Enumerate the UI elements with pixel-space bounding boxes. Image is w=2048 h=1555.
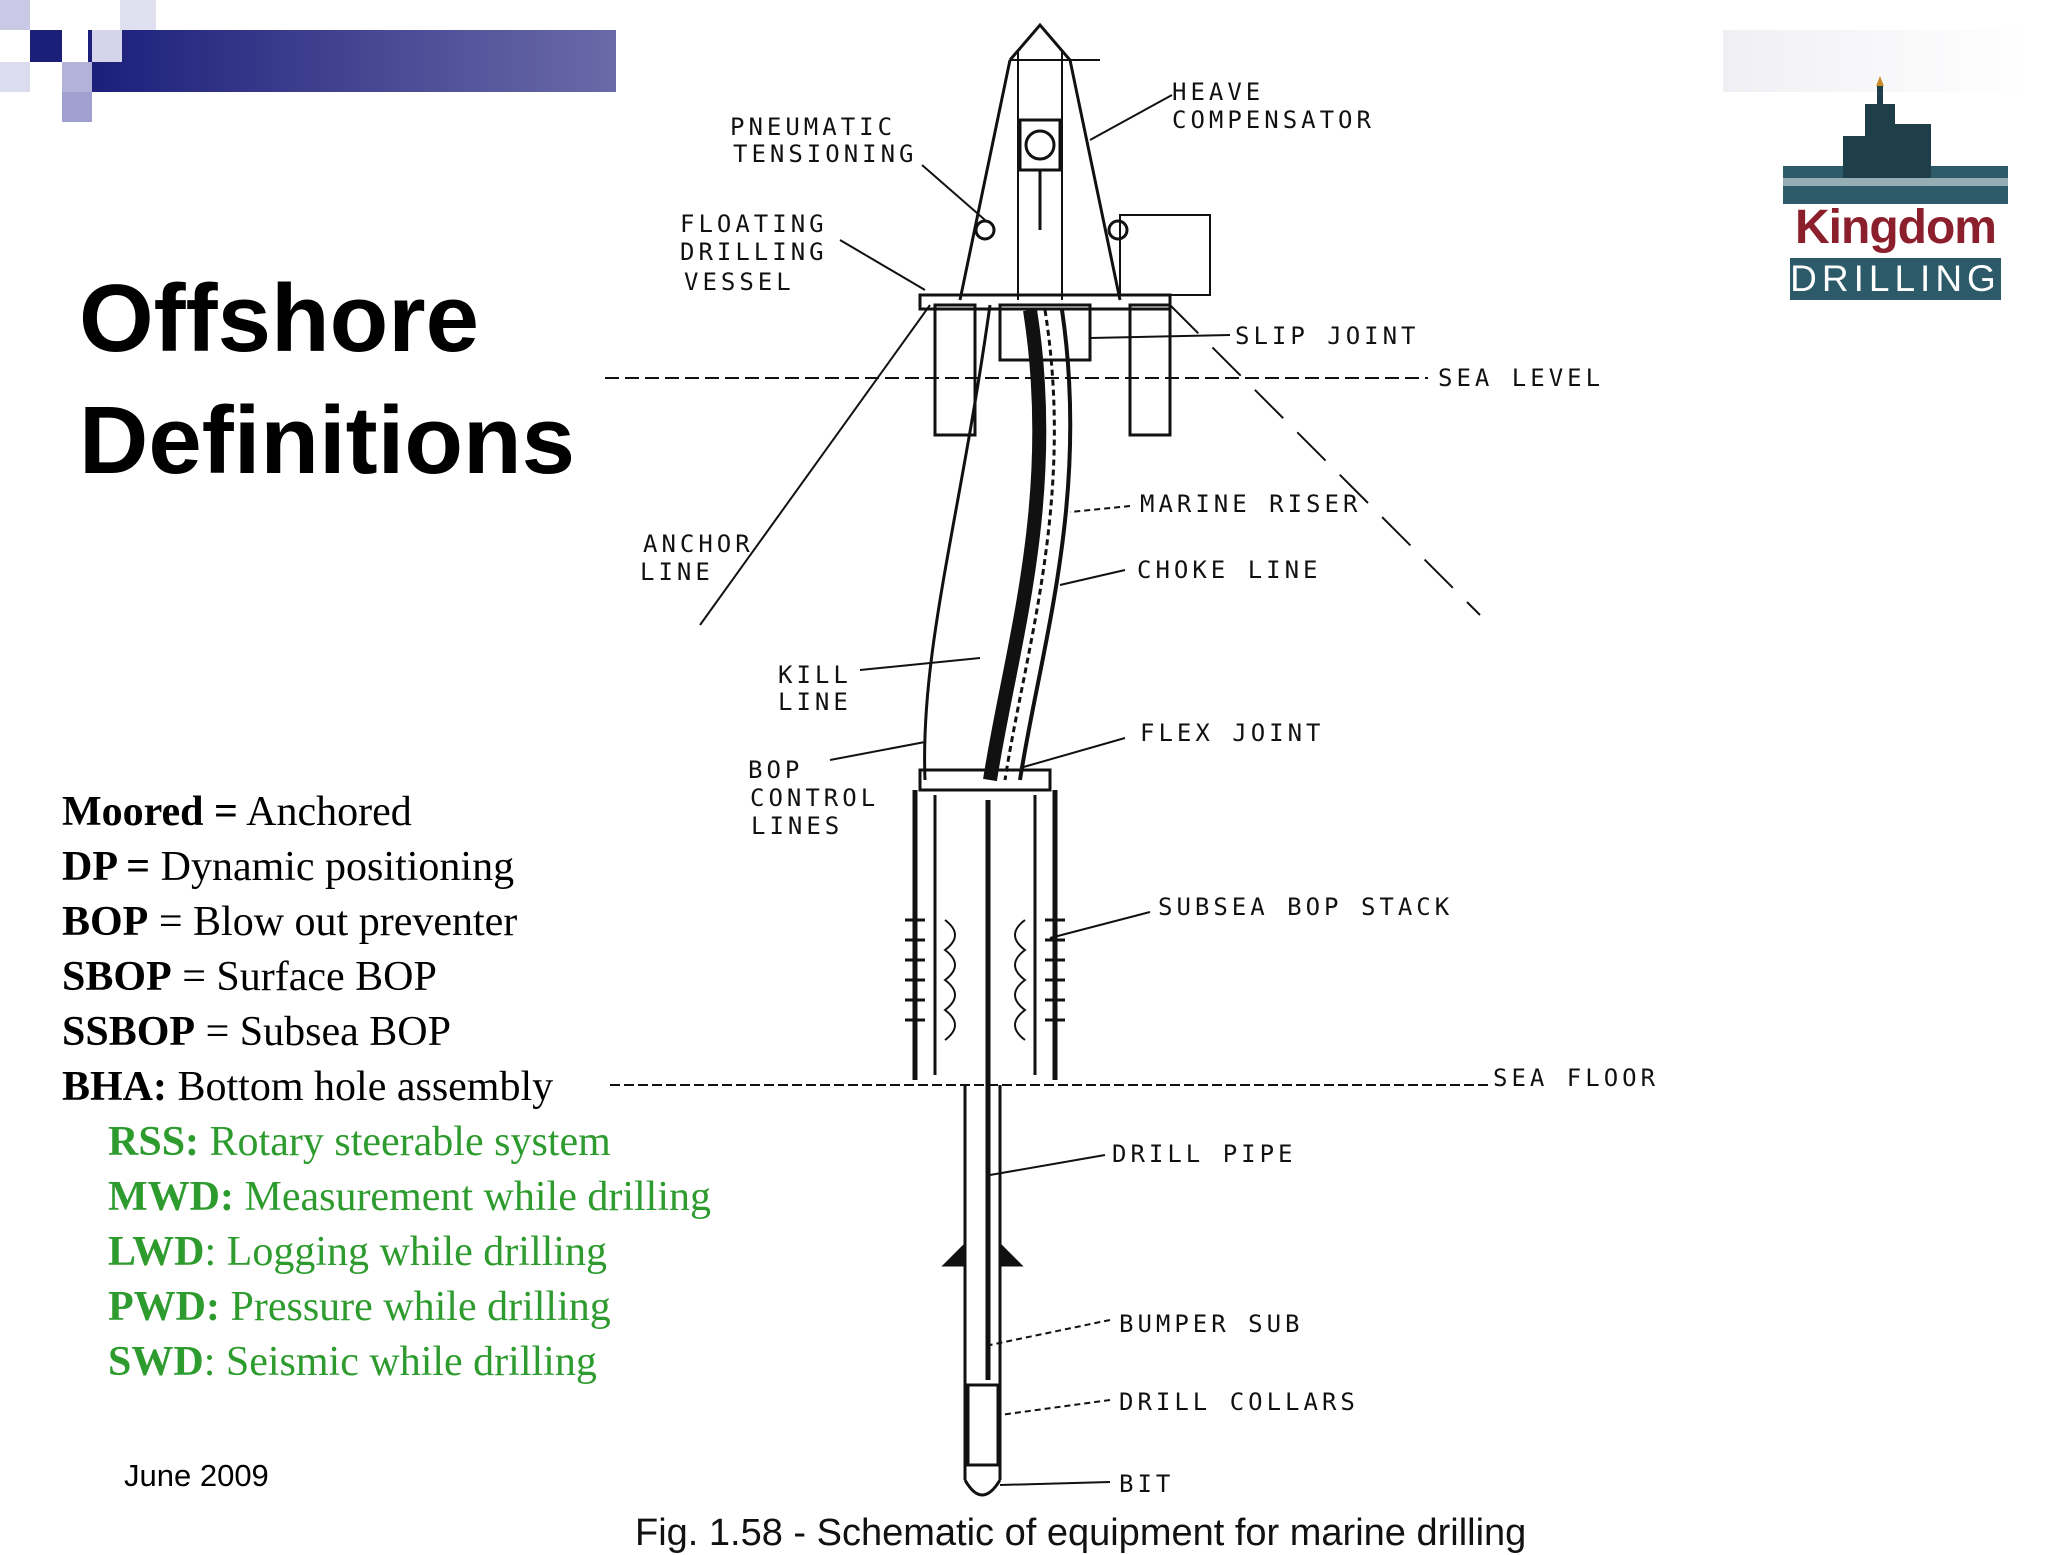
- label-bit: BIT: [1119, 1470, 1174, 1498]
- label-heave-compensator-2: COMPENSATOR: [1172, 106, 1375, 134]
- definition-item: DP = Dynamic positioning: [62, 840, 711, 895]
- definition-term: BOP: [62, 899, 149, 945]
- label-drill-collars: DRILL COLLARS: [1119, 1388, 1359, 1416]
- logo-word-kingdom: Kingdom: [1795, 201, 1997, 254]
- header-gradient-bar: [88, 30, 616, 92]
- logo-word-drilling: DRILLING: [1790, 258, 2001, 300]
- sub-definition-item: RSS: Rotary steerable system: [62, 1115, 711, 1170]
- label-sea-floor: SEA FLOOR: [1493, 1064, 1659, 1092]
- definition-term: SSBOP: [62, 1009, 196, 1055]
- kingdom-drilling-logo: [1783, 76, 2008, 204]
- label-anchor-2: LINE: [640, 558, 714, 586]
- label-kill-2: LINE: [778, 688, 852, 716]
- label-subsea-bop-stack: SUBSEA BOP STACK: [1158, 893, 1453, 921]
- figure-caption: Fig. 1.58 - Schematic of equipment for m…: [635, 1512, 1527, 1554]
- definition-desc: Measurement while drilling: [233, 1174, 712, 1220]
- definition-desc: = Blow out preventer: [148, 899, 518, 945]
- definition-term: Moored =: [62, 789, 238, 835]
- definition-desc: = Surface BOP: [171, 954, 437, 1000]
- header-square: [62, 92, 92, 122]
- definition-item: SBOP = Surface BOP: [62, 950, 711, 1005]
- definition-term: PWD:: [108, 1284, 220, 1330]
- label-heave-compensator-1: HEAVE: [1172, 78, 1264, 106]
- page-title: Offshore Definitions: [79, 258, 575, 502]
- label-bumper-sub: BUMPER SUB: [1119, 1310, 1304, 1338]
- label-bop-2: CONTROL: [750, 784, 879, 812]
- label-drill-pipe: DRILL PIPE: [1112, 1140, 1297, 1168]
- header-square: [0, 0, 30, 30]
- definition-desc: Anchored: [237, 789, 412, 835]
- definition-item: Moored = Anchored: [62, 785, 711, 840]
- sub-definition-item: SWD: Seismic while drilling: [62, 1335, 711, 1390]
- definition-item: BHA: Bottom hole assembly: [62, 1060, 711, 1115]
- label-bop-1: BOP: [748, 756, 803, 784]
- label-flex-joint: FLEX JOINT: [1140, 719, 1325, 747]
- label-floating-3: VESSEL: [684, 268, 795, 296]
- sub-definition-item: LWD: Logging while drilling: [62, 1225, 711, 1280]
- label-bop-3: LINES: [751, 812, 843, 840]
- definitions-list: Moored = Anchored DP = Dynamic positioni…: [62, 785, 711, 1390]
- slide-date: June 2009: [124, 1458, 269, 1493]
- header-square: [62, 62, 92, 92]
- definition-term: RSS:: [108, 1119, 200, 1165]
- label-floating-2: DRILLING: [680, 238, 828, 266]
- definition-item: SSBOP = Subsea BOP: [62, 1005, 711, 1060]
- definition-desc: Dynamic positioning: [150, 844, 515, 890]
- label-pneumatic-1: PNEUMATIC: [730, 113, 896, 141]
- header-square: [120, 0, 156, 30]
- definition-term: MWD:: [108, 1174, 234, 1220]
- definition-desc: : Seismic while drilling: [203, 1339, 597, 1385]
- sub-definition-item: MWD: Measurement while drilling: [62, 1170, 711, 1225]
- definition-term: BHA:: [62, 1064, 167, 1110]
- label-sea-level: SEA LEVEL: [1438, 364, 1604, 392]
- label-marine-riser: MARINE RISER: [1140, 490, 1361, 518]
- title-line-1: Offshore: [79, 265, 480, 372]
- header-square: [30, 30, 62, 62]
- definition-desc: Bottom hole assembly: [167, 1064, 554, 1110]
- definition-desc: Pressure while drilling: [219, 1284, 611, 1330]
- label-choke-line: CHOKE LINE: [1137, 556, 1322, 584]
- label-anchor-1: ANCHOR: [643, 530, 754, 558]
- label-slip-joint: SLIP JOINT: [1235, 322, 1420, 350]
- header-square: [92, 30, 122, 62]
- label-floating-1: FLOATING: [680, 210, 828, 238]
- definition-term: SWD: [108, 1339, 204, 1385]
- definition-item: BOP = Blow out preventer: [62, 895, 711, 950]
- title-line-2: Definitions: [79, 387, 575, 494]
- definition-term: LWD: [108, 1229, 205, 1275]
- header-square: [0, 62, 30, 92]
- label-pneumatic-2: TENSIONING: [733, 140, 918, 168]
- sub-definition-item: PWD: Pressure while drilling: [62, 1280, 711, 1335]
- definition-desc: = Subsea BOP: [195, 1009, 451, 1055]
- definition-desc: : Logging while drilling: [204, 1229, 607, 1275]
- definition-desc: Rotary steerable system: [199, 1119, 611, 1165]
- definition-term: SBOP: [62, 954, 172, 1000]
- definition-term: DP =: [62, 844, 151, 890]
- label-kill-1: KILL: [778, 661, 852, 689]
